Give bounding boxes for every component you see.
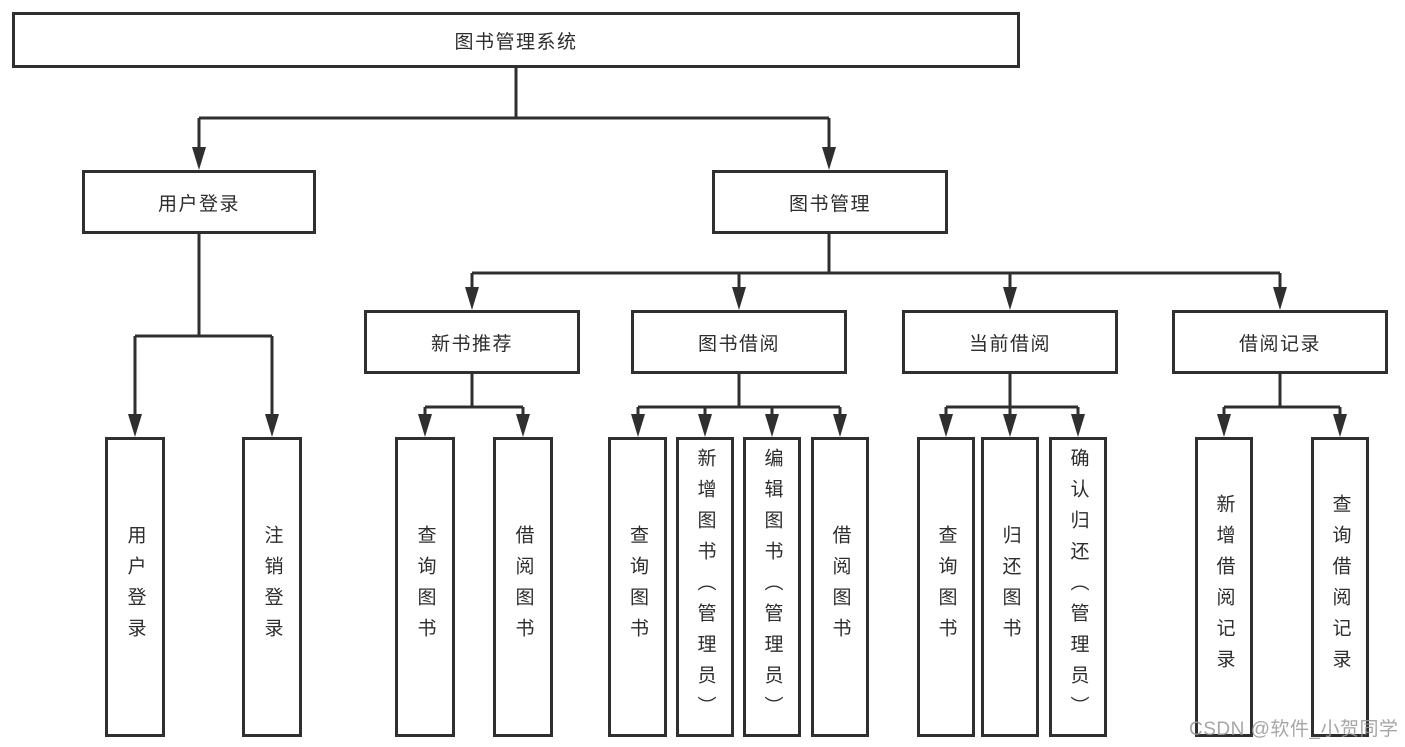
node-borrow-records-label: 借阅记录 — [1238, 333, 1321, 355]
leaf-borrow-add-books-admin: 新增图书（管理员） — [676, 437, 734, 737]
leaf-current-return-books-label: 归还图书 — [999, 525, 1021, 649]
leaf-current-confirm-return-admin: 确认归还（管理员） — [1049, 437, 1107, 737]
node-root-label: 图书管理系统 — [454, 31, 578, 53]
leaf-borrow-edit-books-admin: 编辑图书（管理员） — [743, 437, 801, 737]
leaf-current-query-books: 查询图书 — [917, 437, 975, 737]
node-book-management: 图书管理 — [712, 170, 948, 234]
leaf-records-query-record-label: 查询借阅记录 — [1329, 494, 1351, 680]
node-user-login-label: 用户登录 — [157, 193, 240, 215]
leaf-borrow-edit-books-admin-label: 编辑图书（管理员） — [761, 447, 783, 727]
leaf-current-return-books: 归还图书 — [981, 437, 1039, 737]
leaf-recommend-query-books-label: 查询图书 — [414, 525, 436, 649]
leaf-records-query-record: 查询借阅记录 — [1311, 437, 1369, 737]
leaf-logout-label: 注销登录 — [261, 525, 283, 649]
leaf-borrow-add-books-admin-label: 新增图书（管理员） — [694, 447, 716, 727]
leaf-borrow-borrow-books: 借阅图书 — [811, 437, 869, 737]
leaf-recommend-borrow-books-label: 借阅图书 — [512, 525, 534, 649]
node-current-borrow-label: 当前借阅 — [968, 333, 1051, 355]
arrowheads — [128, 147, 1347, 437]
leaf-logout: 注销登录 — [242, 437, 302, 737]
node-new-book-recommend-label: 新书推荐 — [430, 333, 513, 355]
leaf-current-query-books-label: 查询图书 — [935, 525, 957, 649]
leaf-records-add-record: 新增借阅记录 — [1195, 437, 1253, 737]
leaf-recommend-query-books: 查询图书 — [395, 437, 455, 737]
leaf-borrow-query-books-label: 查询图书 — [627, 525, 648, 649]
node-borrow-records: 借阅记录 — [1172, 310, 1388, 374]
leaf-borrow-query-books: 查询图书 — [608, 437, 667, 737]
leaf-recommend-borrow-books: 借阅图书 — [493, 437, 553, 737]
leaf-user-login: 用户登录 — [105, 437, 165, 737]
node-book-borrow: 图书借阅 — [631, 310, 847, 374]
node-current-borrow: 当前借阅 — [902, 310, 1118, 374]
leaf-borrow-borrow-books-label: 借阅图书 — [829, 525, 851, 649]
node-root: 图书管理系统 — [12, 12, 1020, 68]
leaf-current-confirm-return-admin-label: 确认归还（管理员） — [1067, 447, 1089, 727]
leaf-user-login-label: 用户登录 — [124, 525, 146, 649]
node-new-book-recommend: 新书推荐 — [364, 310, 580, 374]
node-book-management-label: 图书管理 — [788, 193, 871, 215]
watermark: CSDN @软件_小贺同学 — [1189, 719, 1399, 740]
leaf-records-add-record-label: 新增借阅记录 — [1213, 494, 1235, 680]
node-user-login: 用户登录 — [82, 170, 316, 234]
node-book-borrow-label: 图书借阅 — [697, 333, 780, 355]
